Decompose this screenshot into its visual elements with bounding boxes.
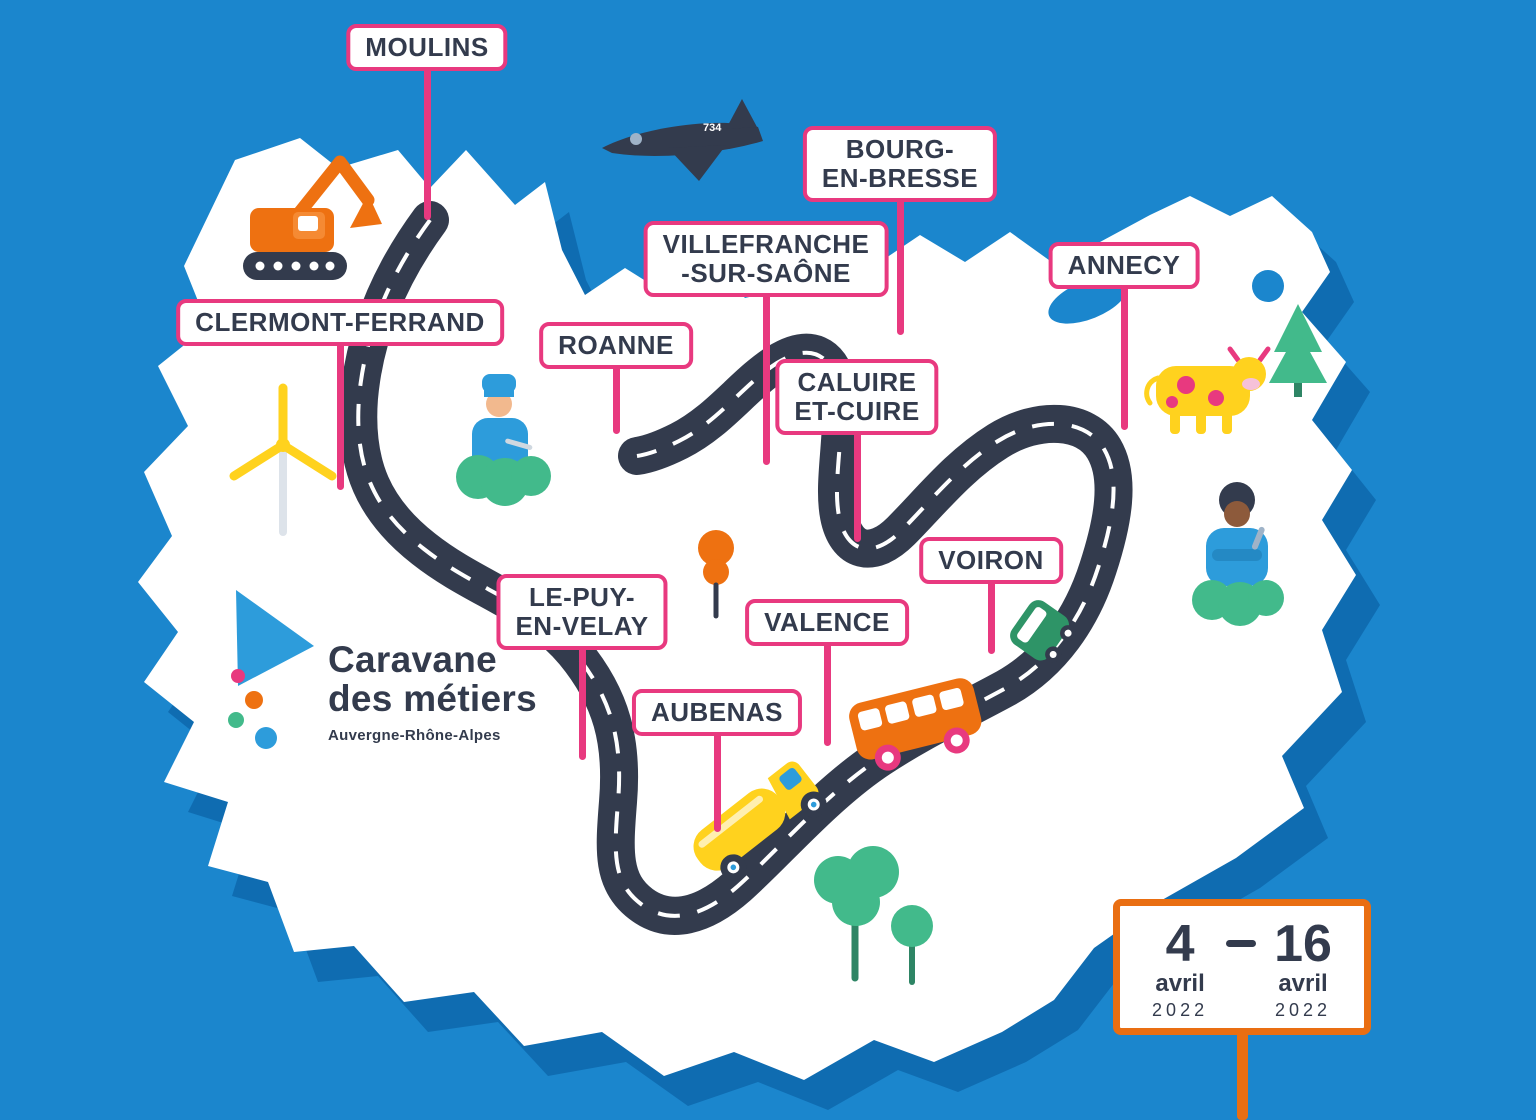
plane-number: 734	[703, 122, 722, 134]
bus-icon	[849, 678, 982, 771]
city-sign-moulins: MOULINS	[346, 24, 508, 72]
sign-post-aubenas	[713, 728, 721, 832]
date-dash-icon	[1226, 940, 1257, 947]
logo-triangle-icon	[228, 590, 314, 749]
sign-post-annecy	[1120, 280, 1128, 430]
city-sign-label: CALUIRE	[797, 367, 917, 397]
worker-icon	[1192, 482, 1284, 626]
brand-text: Caravane des métiers Auvergne-Rhône-Alpe…	[328, 640, 537, 756]
pine-tree-icon	[1269, 304, 1327, 397]
chef-icon	[456, 374, 551, 506]
city-sign-label: MOULINS	[365, 32, 489, 62]
sign-post-moulins	[423, 58, 431, 220]
city-sign-roanne: ROANNE	[539, 322, 693, 370]
city-sign-label: -SUR-SAÔNE	[681, 258, 851, 289]
city-sign-label: EN-VELAY	[515, 611, 649, 642]
sign-post-bourg	[896, 183, 904, 335]
brand-region: Auvergne-Rhône-Alpes	[328, 727, 501, 745]
brand-name-line1: Caravane	[328, 639, 498, 680]
city-sign-label: BOURG-	[845, 134, 955, 164]
sign-post-valence	[823, 638, 831, 746]
city-sign-label: VOIRON	[938, 545, 1044, 575]
city-sign-caluire-et-cuire: CALUIRE ET-CUIRE	[775, 359, 939, 436]
city-sign-label: VILLEFRANCHE	[662, 229, 870, 259]
date-end-month: avril	[1278, 970, 1328, 997]
date-end-day: 16	[1274, 915, 1332, 973]
sign-post-voiron	[987, 576, 995, 654]
city-sign-valence: VALENCE	[745, 599, 909, 647]
date-start-day: 4	[1165, 915, 1195, 973]
city-sign-villefranche-sur-saone: VILLEFRANCHE -SUR-SAÔNE	[643, 221, 889, 298]
truck-icon	[693, 761, 827, 881]
city-sign-label: AUBENAS	[650, 697, 784, 727]
date-end-year: 2022	[1274, 999, 1332, 1020]
city-sign-label: ANNECY	[1067, 250, 1181, 280]
date-start: 4 avril 2022	[1152, 918, 1208, 1021]
city-sign-label: LE-PUY-	[528, 582, 636, 612]
date-sign: 4 avril 2022 16 avril 2022	[1113, 899, 1371, 1035]
brand-name-line2: des métiers	[328, 678, 537, 720]
date-start-year: 2022	[1152, 999, 1209, 1020]
brand-logo: Caravane des métiers Auvergne-Rhône-Alpe…	[226, 584, 537, 756]
sign-post-le-puy	[578, 636, 586, 760]
city-sign-label: CLERMONT-FERRAND	[195, 307, 485, 337]
sign-post-roanne	[612, 358, 620, 434]
lake-small	[1252, 270, 1284, 302]
date-end: 16 avril 2022	[1274, 918, 1332, 1021]
city-sign-clermont-ferrand: CLERMONT-FERRAND	[176, 299, 504, 347]
orange-tree-icon	[698, 530, 734, 619]
van-icon	[1010, 600, 1077, 663]
city-sign-label: ET-CUIRE	[794, 396, 920, 427]
excavator-icon	[243, 155, 382, 280]
sign-post-clermont	[336, 338, 344, 490]
city-sign-aubenas: AUBENAS	[631, 689, 803, 737]
cow-icon	[1144, 346, 1271, 434]
date-start-month: avril	[1155, 970, 1205, 997]
city-sign-label: EN-BRESSE	[821, 163, 979, 194]
city-sign-label: VALENCE	[764, 607, 890, 637]
date-sign-post	[1236, 1030, 1248, 1120]
trees-icon	[814, 846, 933, 985]
city-sign-bourg-en-bresse: BOURG- EN-BRESSE	[802, 126, 998, 203]
city-sign-annecy: ANNECY	[1048, 242, 1200, 290]
sign-post-villefranche	[762, 283, 770, 465]
jet-plane-icon: 734	[602, 99, 763, 181]
city-sign-voiron: VOIRON	[919, 537, 1063, 585]
wind-turbine-icon	[229, 383, 337, 536]
sign-post-caluire	[853, 418, 861, 542]
city-sign-le-puy-en-velay: LE-PUY- EN-VELAY	[496, 574, 668, 651]
city-sign-label: ROANNE	[558, 330, 674, 360]
